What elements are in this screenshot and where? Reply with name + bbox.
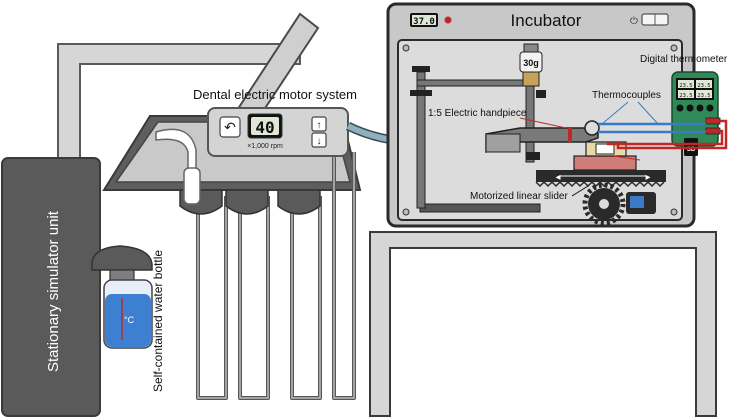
thermo-button-2[interactable]	[686, 104, 694, 112]
bottle-unit-label: °C	[124, 315, 135, 325]
thermo-reading-1: 23.5	[679, 83, 692, 89]
weight-label: 30g	[523, 58, 539, 68]
speed-down-button[interactable]	[311, 132, 327, 148]
chamber-screw-bl	[402, 208, 410, 216]
thermo-button-4[interactable]	[706, 104, 714, 112]
holder-3	[277, 189, 321, 215]
stand-base	[419, 203, 541, 213]
thermo-reading-2: 23.5	[697, 83, 710, 89]
stationary-simulator-unit	[1, 157, 101, 417]
speed-up-button[interactable]	[311, 116, 327, 132]
slider-controller-screen	[630, 196, 644, 208]
slider-arrow-left-icon: ◂	[555, 172, 560, 183]
motor-system-label: Dental electric motor system	[193, 87, 357, 102]
weight-body	[522, 71, 540, 87]
thermocouple-leader-1	[601, 101, 629, 125]
stand-knob-3	[536, 90, 546, 98]
thermo-button-1[interactable]	[676, 104, 684, 112]
stand-top-bar	[416, 79, 540, 87]
thermocouple-leader-3	[613, 155, 641, 161]
incubator-indicator-light	[444, 16, 452, 24]
incubator-label: Incubator	[511, 11, 582, 30]
handpiece-leader	[519, 117, 567, 129]
chamber-screw-tr	[670, 44, 678, 52]
thermo-cell-2	[696, 80, 712, 88]
stand-knob-4	[526, 152, 540, 160]
weight-cap	[523, 43, 539, 53]
slider-label: Motorized linear slider	[470, 191, 568, 202]
water-bottle-label: Self-contained water bottle	[151, 250, 165, 392]
arrow-up-icon: ↑	[317, 120, 322, 131]
motor-speed-display-face	[251, 117, 279, 135]
power-icon: ⏻	[630, 16, 638, 27]
thermocouple-leader-2	[637, 101, 659, 125]
arrow-down-icon: ↓	[317, 136, 322, 147]
sd-label: SD	[687, 147, 696, 153]
handpiece-label: 1:5 Electric handpiece	[428, 108, 527, 119]
water-level	[105, 294, 151, 347]
rpm-unit-label: ×1,000 rpm	[247, 143, 283, 150]
thermo-cell-4	[696, 90, 712, 98]
chamber-screw-br	[670, 208, 678, 216]
bottle-cap	[91, 245, 153, 271]
thermocouple-wires	[598, 119, 728, 150]
chamber-screw-tl	[402, 44, 410, 52]
slider-gear	[582, 182, 626, 226]
handpiece-head	[584, 120, 600, 136]
thermo-reading-4: 23.5	[697, 93, 710, 99]
incubator-table	[369, 231, 717, 417]
stand-knob-1	[412, 66, 430, 72]
stand-clamp-post	[525, 81, 535, 163]
slider-arrow-right-icon: ▸	[645, 172, 650, 183]
stand-knob-2	[410, 90, 432, 96]
holder-2	[225, 189, 269, 215]
slider-teeth	[535, 180, 665, 188]
thermo-button-3[interactable]	[696, 104, 704, 112]
slider-leader	[571, 185, 589, 197]
thermometer-label: Digital thermometer	[640, 54, 728, 65]
handpiece-red-band	[568, 128, 572, 142]
motor-speed-value: 40	[255, 118, 274, 137]
tube-loops-highlight	[197, 152, 355, 399]
thermo-cell-1	[678, 80, 694, 88]
white-handpiece-body	[183, 167, 201, 205]
incubator-temp-value: 37.0	[413, 17, 435, 27]
thermo-cell-3	[678, 90, 694, 98]
tooth-window	[595, 143, 615, 155]
thermo-reading-3: 23.5	[679, 93, 692, 99]
incubator-temp-display-face	[412, 15, 436, 25]
motor-reverse-button[interactable]	[219, 116, 241, 138]
thermocouples-label: Thermocouples	[592, 90, 661, 101]
handpiece-grip	[485, 133, 521, 153]
simulator-label: Stationary simulator unit	[45, 210, 62, 372]
rotate-icon: ↶	[224, 119, 236, 135]
